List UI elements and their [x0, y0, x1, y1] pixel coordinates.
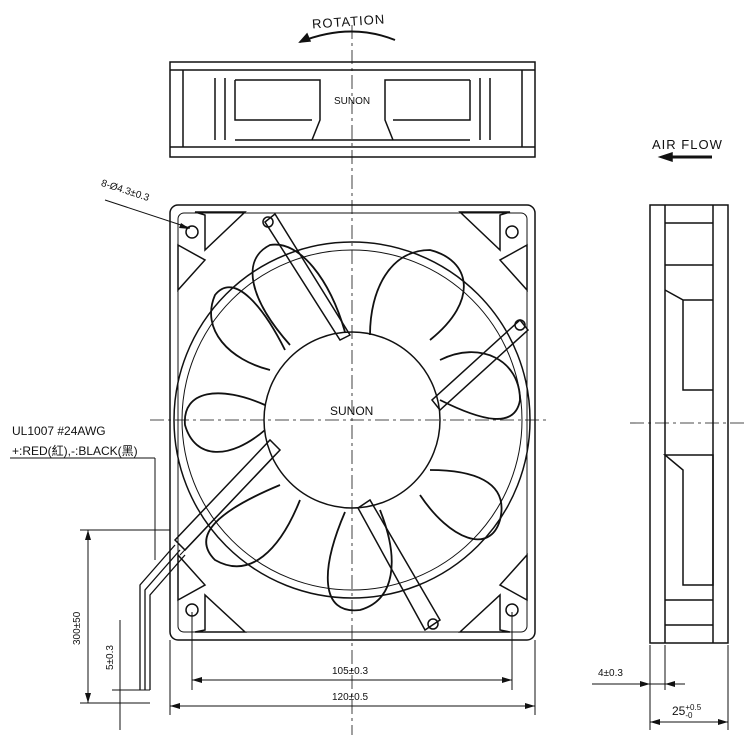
dimension-lines — [10, 199, 729, 730]
dimension-arrowheads — [85, 223, 728, 725]
center-lines — [150, 25, 745, 735]
airflow-label: AIR FLOW — [652, 137, 723, 152]
depth-tol-lower: -0 — [685, 711, 693, 720]
width-dim: 120±0.5 — [332, 692, 369, 703]
depth-dim: 25+0.5-0 — [672, 704, 701, 720]
front-view — [169, 204, 536, 641]
wire-spec-label: UL1007 #24AWG — [12, 424, 106, 438]
side-view — [649, 204, 729, 644]
wire-colors-label: +:RED(紅),-:BLACK(黑) — [12, 444, 138, 458]
top-view — [169, 61, 536, 158]
strip-length-dim: 5±0.3 — [105, 645, 116, 670]
rotation-arrow — [299, 30, 396, 43]
hub-brand-label: SUNON — [330, 404, 374, 418]
hole-spacing-dim: 105±0.3 — [332, 666, 369, 677]
lead-wires — [139, 544, 186, 690]
lead-length-dim: 300±50 — [72, 611, 83, 645]
depth-tol-upper: +0.5 — [685, 703, 702, 712]
depth-value: 25 — [672, 704, 686, 719]
rotation-arrowhead — [298, 32, 312, 43]
top-brand-label: SUNON — [334, 96, 371, 107]
flange-dim: 4±0.3 — [598, 668, 623, 679]
